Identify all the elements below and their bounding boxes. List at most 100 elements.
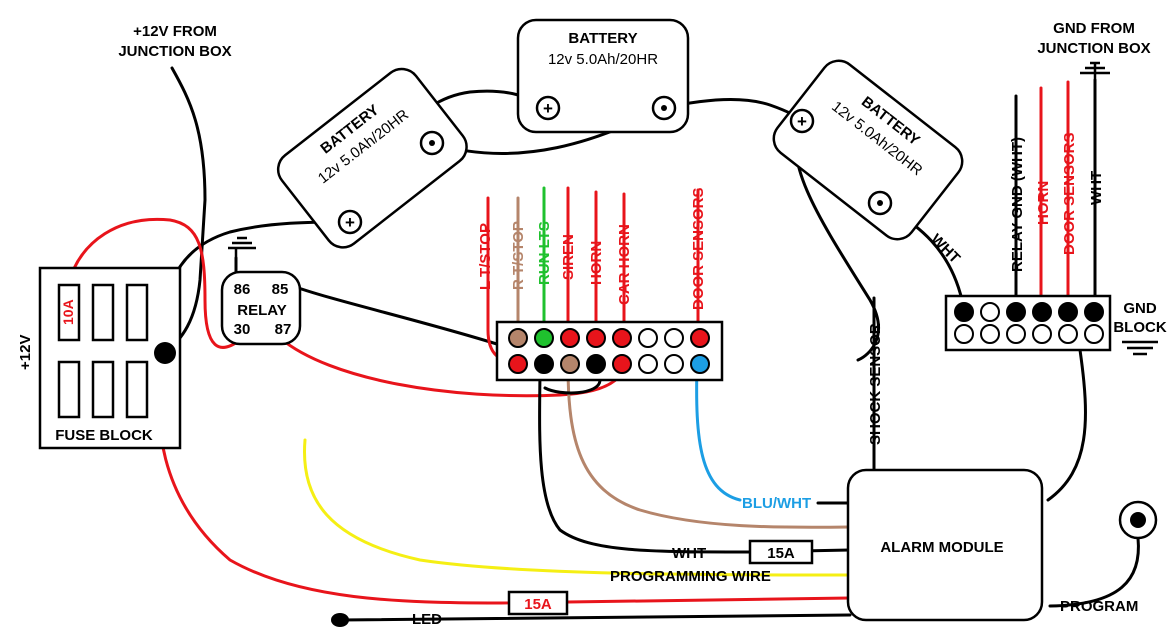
relay-pin-86: 86 bbox=[234, 281, 251, 298]
label-car-horn: CAR HORN bbox=[616, 224, 633, 305]
pin bbox=[560, 328, 580, 348]
pin bbox=[980, 302, 1000, 322]
battery-center-spec: 12v 5.0Ah/20HR bbox=[548, 51, 658, 68]
pin bbox=[980, 324, 1000, 344]
label-wht: WHT bbox=[672, 545, 706, 562]
battery-center: BATTERY 12v 5.0Ah/20HR + bbox=[516, 18, 690, 134]
pin bbox=[1032, 302, 1052, 322]
relay-pin-30: 30 bbox=[234, 321, 251, 338]
plus-symbol: + bbox=[543, 99, 553, 118]
label-gnd-junction-1: GND FROM bbox=[1053, 20, 1135, 37]
terminal-plus-icon bbox=[789, 108, 815, 134]
pin bbox=[954, 302, 974, 322]
ground-icon bbox=[1080, 61, 1110, 80]
pin bbox=[690, 354, 710, 374]
ground-icon bbox=[228, 236, 256, 258]
gnd-block bbox=[944, 294, 1112, 352]
battery-left: BATTERY 12v 5.0Ah/20HR bbox=[276, 67, 468, 249]
label-run-lts: RUN LTS bbox=[536, 221, 553, 285]
alarm-module-label: ALARM MODULE bbox=[880, 539, 1003, 556]
battery-right: BATTERY 12v 5.0Ah/20HR bbox=[772, 59, 964, 241]
alarm-module bbox=[846, 468, 1044, 622]
terminal-plus-icon bbox=[535, 95, 561, 121]
wire-red-main bbox=[157, 350, 852, 605]
gnd-block-label-2: BLOCK bbox=[1113, 319, 1166, 336]
label-gnd-horn: HORN bbox=[1035, 181, 1052, 225]
label-12v-junction-1: +12V FROM bbox=[133, 23, 217, 40]
pin bbox=[638, 328, 658, 348]
wire-red-fuse-relay bbox=[66, 217, 242, 349]
wire-program bbox=[1048, 536, 1140, 608]
pin bbox=[534, 328, 554, 348]
label-siren: SIREN bbox=[560, 234, 577, 280]
pin bbox=[638, 354, 658, 374]
wire-led bbox=[338, 613, 852, 622]
plus-symbol: + bbox=[345, 213, 355, 232]
pin bbox=[664, 328, 684, 348]
battery-center-title: BATTERY bbox=[568, 30, 637, 47]
label-12v-junction-2: JUNCTION BOX bbox=[118, 43, 231, 60]
pin bbox=[1058, 302, 1078, 322]
pin bbox=[612, 354, 632, 374]
pin bbox=[954, 324, 974, 344]
pin bbox=[1006, 302, 1026, 322]
label-r-tstop: R T/STOP bbox=[510, 221, 527, 290]
pin bbox=[612, 328, 632, 348]
fuse-slot bbox=[91, 360, 115, 419]
relay: 86 85 RELAY 30 87 bbox=[220, 236, 302, 346]
relay-label: RELAY bbox=[237, 302, 286, 319]
fuse-slot bbox=[125, 283, 149, 342]
label-gnd-door: DOOR SENSORS bbox=[1061, 132, 1078, 255]
label-relay-gnd: RELAY GND (WHT) bbox=[1009, 137, 1026, 272]
pin bbox=[1006, 324, 1026, 344]
pin bbox=[690, 328, 710, 348]
label-programming-wire: PROGRAMMING WIRE bbox=[610, 568, 771, 585]
plus-symbol: + bbox=[797, 112, 807, 131]
wire-12v-feed bbox=[163, 66, 207, 354]
pin bbox=[508, 328, 528, 348]
label-blu-wht: BLU/WHT bbox=[742, 495, 811, 512]
pin bbox=[534, 354, 554, 374]
pin bbox=[1032, 324, 1052, 344]
wire-blu-wht bbox=[695, 363, 742, 502]
led-icon bbox=[331, 613, 349, 627]
relay-pin-85: 85 bbox=[272, 281, 289, 298]
terminal-plus-icon bbox=[337, 209, 363, 235]
fuse-block-label: FUSE BLOCK bbox=[55, 427, 153, 444]
wire-wht-fused bbox=[538, 363, 852, 554]
wire-programming bbox=[302, 438, 852, 577]
relay-pin-87: 87 bbox=[275, 321, 292, 338]
label-gnd-junction-2: JUNCTION BOX bbox=[1037, 40, 1150, 57]
pin bbox=[508, 354, 528, 374]
pin bbox=[560, 354, 580, 374]
fuse-slot bbox=[125, 360, 149, 419]
fuse-10a-label: 10A bbox=[60, 299, 76, 325]
pin bbox=[1084, 324, 1104, 344]
fuse-15a-red-label: 15A bbox=[524, 596, 552, 613]
fuse-10a-slot bbox=[57, 283, 81, 342]
label-shock-sensor: SHOCK SENSOR bbox=[867, 323, 884, 445]
ground-icon bbox=[1122, 340, 1158, 356]
wire-gnd-to-module bbox=[1046, 348, 1087, 502]
fuse-15a-red bbox=[507, 590, 569, 616]
main-connector bbox=[495, 320, 724, 382]
plus-12v-label: +12V bbox=[17, 335, 34, 370]
fuse-15a-white-label: 15A bbox=[767, 545, 795, 562]
pin bbox=[586, 354, 606, 374]
gnd-block-label-1: GND bbox=[1123, 300, 1157, 317]
pin bbox=[664, 354, 684, 374]
fuse-slot bbox=[57, 360, 81, 419]
wire-tan bbox=[566, 363, 852, 529]
fuse-15a-white bbox=[748, 539, 814, 565]
label-horn: HORN bbox=[588, 241, 605, 285]
junction-dot bbox=[154, 342, 176, 364]
label-gnd-wht: WHT bbox=[1088, 171, 1105, 205]
pin bbox=[1058, 324, 1078, 344]
fuse-slot bbox=[91, 283, 115, 342]
pin bbox=[586, 328, 606, 348]
label-l-tstop: L T/STOP bbox=[477, 223, 494, 290]
label-door-sensors: DOOR SENSORS bbox=[690, 187, 707, 310]
label-led: LED bbox=[412, 611, 442, 628]
pin bbox=[1084, 302, 1104, 322]
